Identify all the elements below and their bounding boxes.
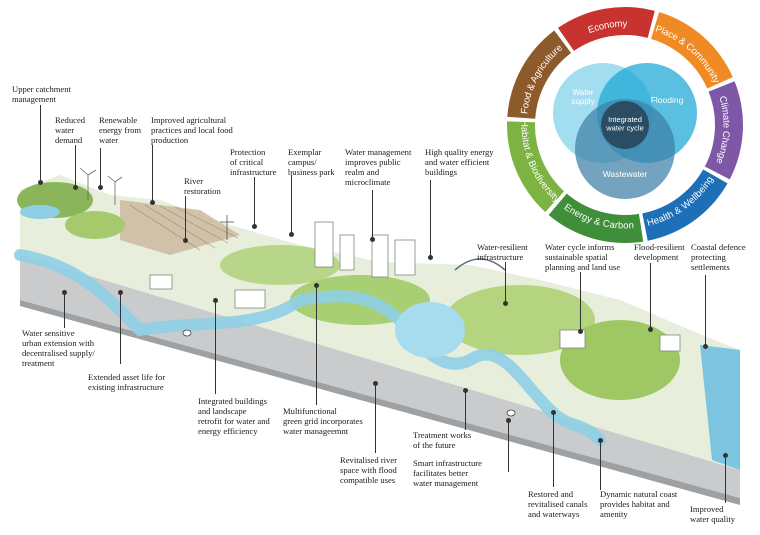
label-revitalised-river: Revitalised river space with flood compa… bbox=[340, 455, 398, 485]
leader-line bbox=[213, 298, 218, 394]
leader-line bbox=[551, 410, 556, 487]
label-integrated-buildings: Integrated buildings and landscape retro… bbox=[198, 396, 270, 436]
flooding-label: Flooding bbox=[651, 95, 684, 105]
coast-water bbox=[700, 345, 740, 470]
wastewater-label: Wastewater bbox=[603, 169, 648, 179]
wheel-segment bbox=[507, 30, 572, 119]
label-flood-resilient: Flood-resilient development bbox=[634, 242, 685, 262]
label-critical-infrastructure: Protection of critical infrastructure bbox=[230, 147, 277, 177]
leader-line bbox=[183, 196, 188, 243]
river bbox=[14, 249, 606, 446]
label-reduced-demand: Reduced water demand bbox=[55, 115, 86, 145]
label-canals: Restored and revitalised canals and wate… bbox=[528, 489, 588, 519]
pipe-node bbox=[506, 409, 516, 417]
label-high-quality-energy: High quality energy and water efficient … bbox=[425, 147, 494, 177]
leader-line bbox=[648, 263, 653, 332]
leader-line bbox=[62, 290, 67, 328]
label-urban-extension: Water sensitive urban extension with dec… bbox=[22, 328, 95, 368]
leader-line bbox=[150, 145, 155, 205]
leader-line bbox=[503, 262, 508, 306]
leader-line bbox=[73, 145, 78, 190]
wheel-segment bbox=[651, 12, 733, 89]
label-public-realm: Water management improves public realm a… bbox=[345, 147, 412, 187]
city-buildings bbox=[149, 221, 681, 352]
leader-line bbox=[289, 175, 294, 237]
label-asset-life: Extended asset life for existing infrast… bbox=[88, 372, 166, 392]
label-treatment-works: Treatment works of the future bbox=[413, 430, 472, 450]
leader-line bbox=[506, 418, 511, 472]
label-coastal-defence: Coastal defence protecting settlements bbox=[691, 242, 746, 272]
label-upper-catchment: Upper catchment management bbox=[12, 84, 71, 104]
label-renewable-energy: Renewable energy from water bbox=[99, 115, 142, 145]
label-river-restoration: River restoration bbox=[184, 176, 221, 196]
leader-line bbox=[314, 283, 319, 405]
leader-line bbox=[118, 290, 123, 364]
label-smart-infrastructure: Smart infrastructure facilitates better … bbox=[413, 458, 482, 488]
leader-line bbox=[578, 272, 583, 334]
wheel-segment bbox=[704, 81, 743, 180]
leader-line bbox=[463, 388, 468, 430]
farmland bbox=[120, 200, 240, 255]
wheel-segment bbox=[507, 121, 565, 212]
soil-section bbox=[20, 255, 740, 498]
label-water-quality: Improved water quality bbox=[690, 504, 736, 524]
leader-line bbox=[703, 275, 708, 349]
leader-line bbox=[38, 105, 43, 185]
pipe-node bbox=[182, 329, 192, 337]
leader-line bbox=[373, 381, 378, 453]
wind-turbines bbox=[79, 167, 123, 205]
wheel-segment bbox=[557, 7, 655, 51]
leader-line bbox=[98, 148, 103, 190]
label-green-grid: Multifunctional green grid incorporates … bbox=[283, 406, 363, 436]
leader-line bbox=[252, 177, 257, 229]
label-exemplar-campus: Exemplar campus/ business park bbox=[288, 147, 335, 177]
label-spatial-planning: Water cycle informs sustainable spatial … bbox=[545, 242, 621, 272]
label-natural-coast: Dynamic natural coast provides habitat a… bbox=[600, 489, 678, 519]
leader-line bbox=[723, 453, 728, 503]
pylons bbox=[220, 215, 234, 240]
leader-line bbox=[428, 180, 433, 260]
integrated-water-cycle-core bbox=[601, 101, 649, 149]
leader-line bbox=[598, 438, 603, 490]
label-water-resilient: Water-resilient infrastructure bbox=[477, 242, 528, 262]
reservoir bbox=[20, 205, 60, 219]
wheel-segment bbox=[548, 193, 644, 243]
leader-line bbox=[370, 190, 375, 242]
label-agriculture: Improved agricultural practices and loca… bbox=[151, 115, 233, 145]
wheel-segment bbox=[642, 169, 728, 241]
soil-section-dark bbox=[20, 300, 740, 505]
bridge bbox=[454, 258, 506, 271]
